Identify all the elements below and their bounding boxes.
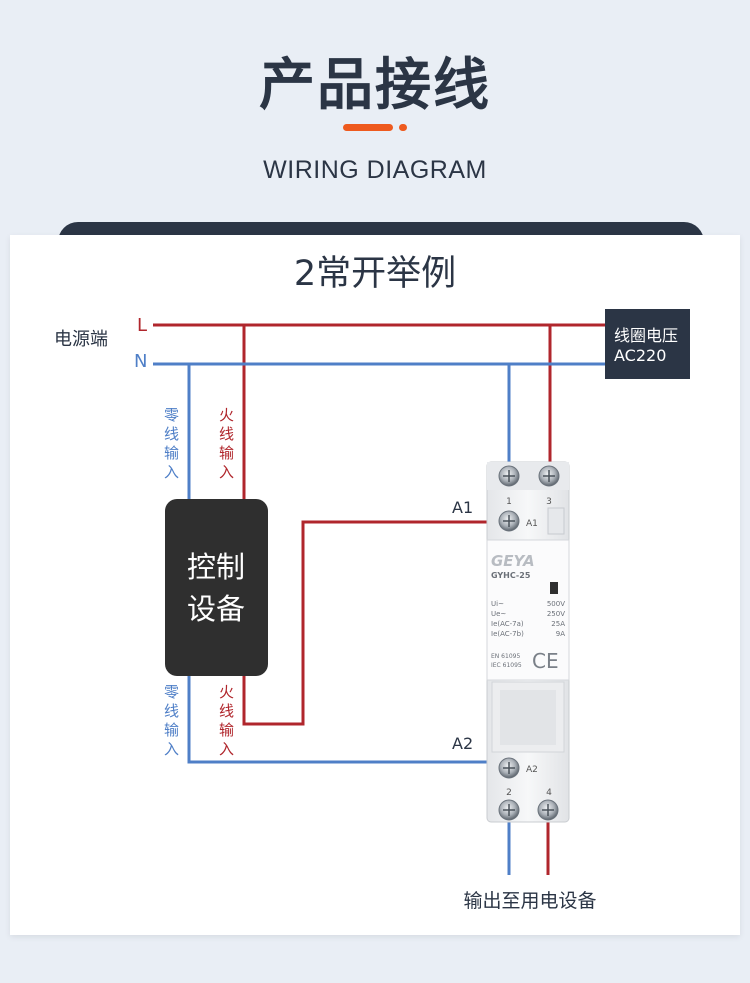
- svg-text:EN 61095: EN 61095: [491, 653, 520, 660]
- page-subtitle: WIRING DIAGRAM: [263, 156, 487, 184]
- svg-text:线: 线: [164, 702, 179, 720]
- page-title: 产品接线: [259, 53, 491, 118]
- line-L-label: L: [137, 315, 147, 336]
- svg-text:Ue~: Ue~: [491, 610, 506, 618]
- svg-text:入: 入: [164, 463, 179, 481]
- controller-box: [165, 499, 268, 676]
- svg-text:输: 输: [164, 721, 179, 739]
- title-accent-dot: [399, 124, 407, 131]
- diagram-title: 2常开举例: [294, 254, 456, 294]
- coil-voltage-label: 线圈电压: [614, 326, 678, 345]
- live-input-label-bottom: 火 线 输 入: [219, 683, 234, 758]
- svg-text:500V: 500V: [547, 600, 565, 608]
- svg-text:Ie(AC-7a): Ie(AC-7a): [491, 620, 524, 628]
- controller-label-2: 设备: [187, 592, 245, 626]
- svg-text:1: 1: [506, 497, 512, 507]
- svg-text:IEC 61095: IEC 61095: [491, 662, 522, 669]
- svg-text:2: 2: [506, 788, 512, 798]
- svg-text:Ie(AC-7b): Ie(AC-7b): [491, 630, 524, 638]
- title-accent-bar: [343, 124, 393, 131]
- svg-text:25A: 25A: [551, 620, 565, 628]
- svg-text:零: 零: [164, 683, 179, 701]
- svg-text:零: 零: [164, 406, 179, 424]
- ce-mark-icon: CE: [532, 649, 559, 673]
- brand-logo: GEYA: [491, 552, 535, 570]
- terminal-A1-label: A1: [452, 498, 473, 517]
- coil-voltage-box: [605, 309, 690, 379]
- svg-text:250V: 250V: [547, 610, 565, 618]
- live-input-label-top: 火 线 输 入: [219, 406, 234, 481]
- svg-text:9A: 9A: [556, 630, 565, 638]
- neutral-input-label-bottom: 零 线 输 入: [164, 683, 179, 758]
- svg-text:A1: A1: [526, 519, 538, 529]
- coil-voltage-value: AC220: [614, 346, 666, 365]
- neutral-wires: [153, 362, 605, 875]
- svg-text:火: 火: [219, 406, 234, 424]
- power-source-label: 电源端: [54, 329, 108, 350]
- svg-text:线: 线: [164, 425, 179, 443]
- svg-text:4: 4: [546, 788, 552, 798]
- svg-text:3: 3: [546, 497, 552, 507]
- svg-text:火: 火: [219, 683, 234, 701]
- svg-text:输: 输: [219, 721, 234, 739]
- line-N-label: N: [134, 351, 147, 372]
- svg-text:A2: A2: [526, 765, 538, 775]
- svg-text:入: 入: [219, 740, 234, 758]
- svg-text:入: 入: [164, 740, 179, 758]
- live-wires: [153, 323, 605, 875]
- svg-text:入: 入: [219, 463, 234, 481]
- output-label: 输出至用电设备: [463, 890, 596, 912]
- svg-text:线: 线: [219, 425, 234, 443]
- svg-text:Ui~: Ui~: [491, 600, 504, 608]
- controller-label-1: 控制: [187, 550, 245, 584]
- terminal-A2-label: A2: [452, 734, 473, 753]
- svg-text:线: 线: [219, 702, 234, 720]
- svg-text:输: 输: [219, 444, 234, 462]
- svg-text:输: 输: [164, 444, 179, 462]
- svg-text:GYHC-25: GYHC-25: [491, 571, 531, 580]
- contactor-device: 1 3 A1 A2 2 4 GEYA GYHC-25 Ui~ Ue~ Ie(AC…: [486, 461, 570, 823]
- neutral-input-label-top: 零 线 输 入: [164, 406, 179, 481]
